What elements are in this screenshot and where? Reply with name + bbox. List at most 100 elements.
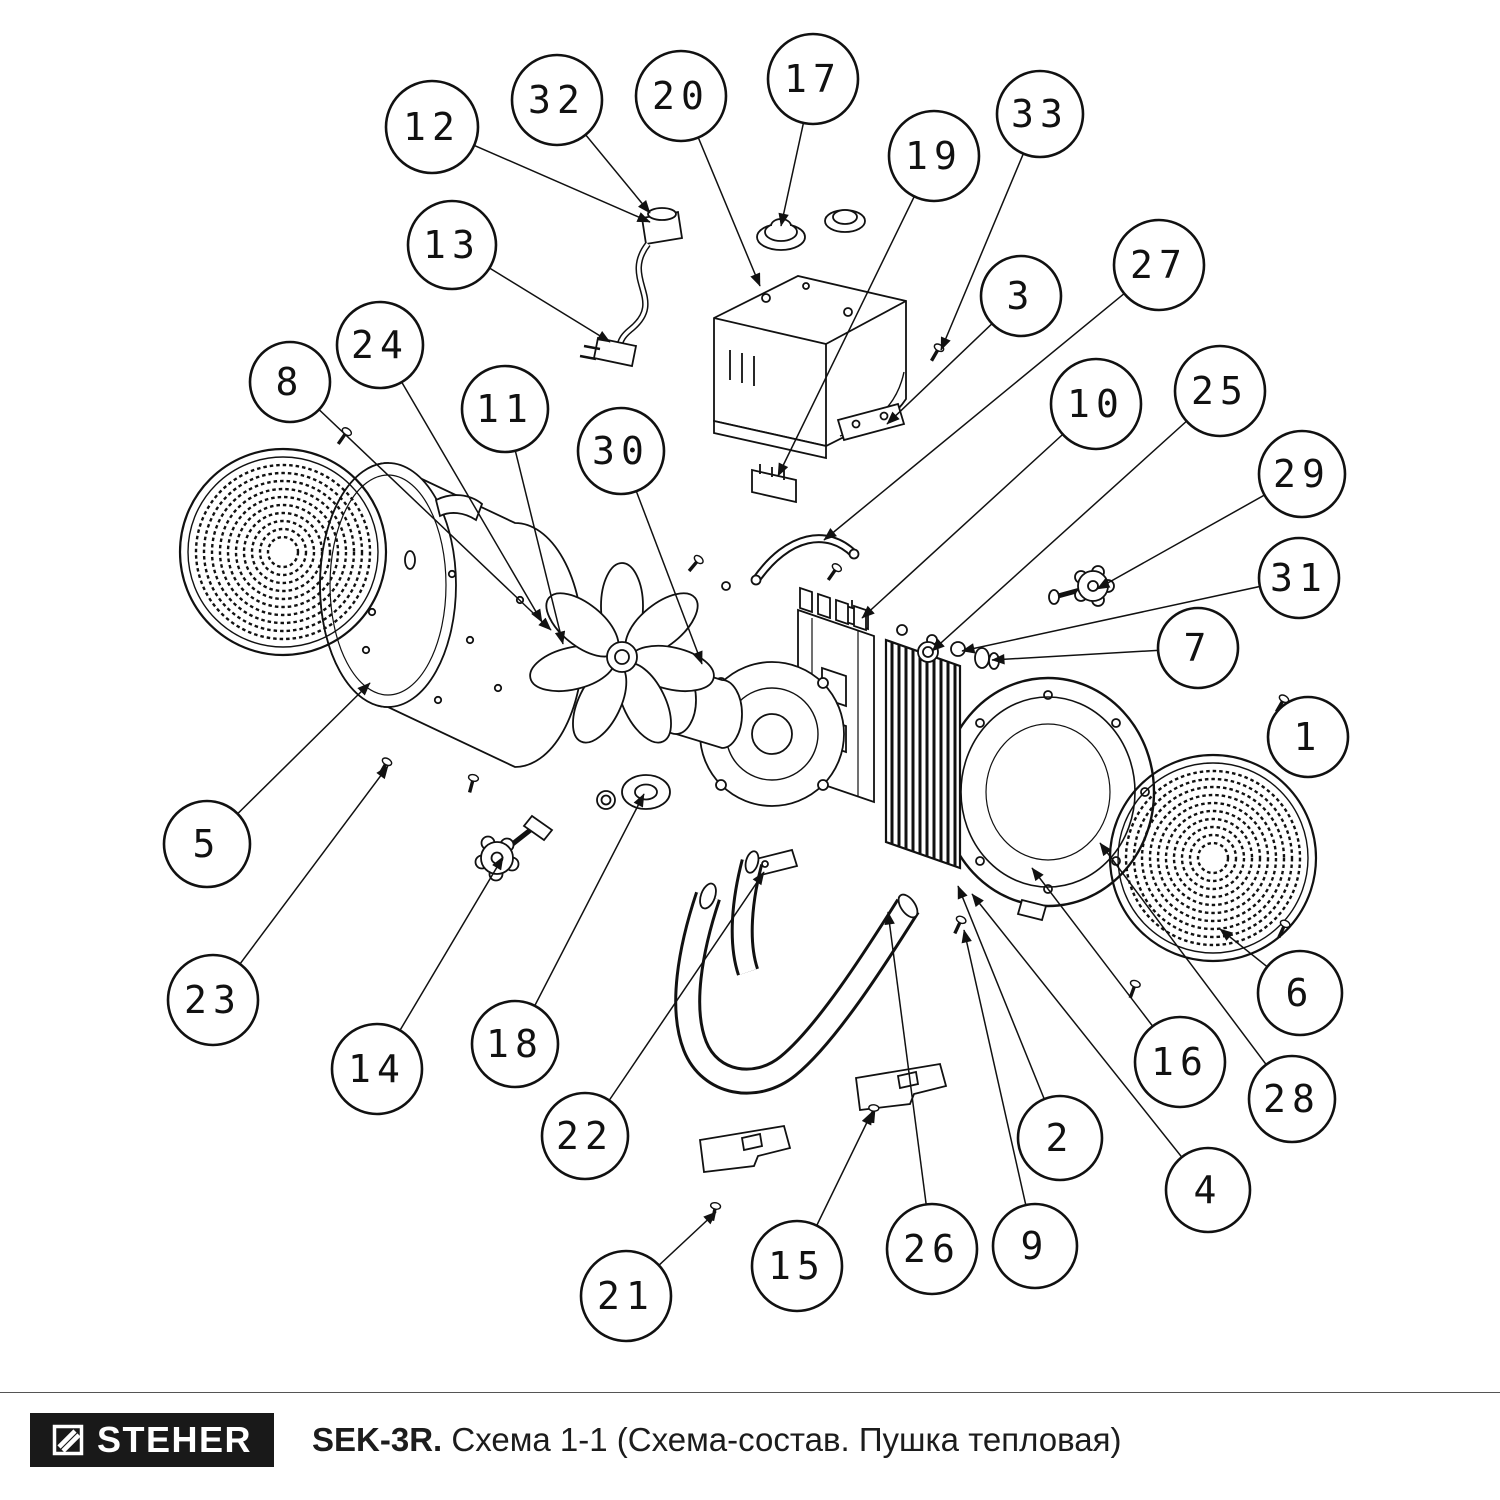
rubber-feet <box>698 1062 948 1174</box>
balloon-9 <box>991 1202 1079 1290</box>
balloon-number-30: 30 <box>592 429 650 473</box>
balloon-20 <box>634 49 728 143</box>
balloon-number-1: 1 <box>1294 715 1323 759</box>
leader-line-31 <box>961 577 1300 654</box>
balloon-8 <box>248 340 332 424</box>
balloon-2 <box>1016 1094 1104 1182</box>
leader-line-10 <box>861 403 1097 619</box>
leader-line-28 <box>1099 842 1293 1100</box>
balloon-number-4: 4 <box>1194 1168 1223 1212</box>
balloon-number-13: 13 <box>423 223 481 267</box>
balloon-number-5: 5 <box>193 822 222 866</box>
balloon-27 <box>1112 218 1206 312</box>
balloon-number-24: 24 <box>351 323 409 367</box>
balloon-number-9: 9 <box>1021 1224 1050 1268</box>
rear-grille <box>178 447 388 657</box>
caption-text: Схема 1-1 (Схема-состав. Пушка тепловая) <box>451 1421 1122 1458</box>
balloon-number-18: 18 <box>486 1022 544 1066</box>
leader-line-25 <box>931 390 1221 652</box>
balloon-number-2: 2 <box>1046 1116 1075 1160</box>
balloon-31 <box>1257 536 1341 620</box>
balloon-number-10: 10 <box>1067 382 1125 426</box>
title-block: STEHER SEK-3R. Схема 1-1 (Схема-состав. … <box>0 1392 1500 1500</box>
balloon-14 <box>330 1022 424 1116</box>
leader-line-22 <box>584 871 765 1137</box>
leader-line-4 <box>971 893 1209 1191</box>
star-knob-left <box>474 814 554 882</box>
balloon-30 <box>576 406 666 496</box>
balloon-3 <box>979 254 1063 338</box>
callout-balloons: 1234567891011121314151617181920212223242… <box>162 32 1350 1343</box>
balloon-1 <box>1266 695 1350 779</box>
balloon-number-26: 26 <box>903 1227 961 1271</box>
mounting-strap <box>750 534 860 586</box>
housing-cylinder <box>319 462 584 768</box>
balloon-16 <box>1133 1015 1227 1109</box>
balloon-29 <box>1257 429 1347 519</box>
leader-line-23 <box>212 765 389 1001</box>
balloon-12 <box>384 79 480 175</box>
balloon-number-20: 20 <box>652 74 710 118</box>
balloon-number-16: 16 <box>1151 1040 1209 1084</box>
balloon-number-32: 32 <box>528 78 586 122</box>
power-cable <box>579 207 684 368</box>
balloon-number-6: 6 <box>1286 971 1315 1015</box>
fan-housing <box>699 661 845 807</box>
balloon-15 <box>750 1219 844 1313</box>
balloon-number-29: 29 <box>1273 452 1331 496</box>
leader-line-24 <box>379 344 543 623</box>
balloon-number-33: 33 <box>1011 92 1069 136</box>
handle-frame <box>674 850 920 1095</box>
balloon-32 <box>510 53 604 147</box>
balloon-7 <box>1156 606 1240 690</box>
balloon-number-23: 23 <box>184 978 242 1022</box>
balloon-6 <box>1256 949 1344 1037</box>
balloon-number-25: 25 <box>1191 369 1249 413</box>
control-knobs <box>756 209 866 251</box>
balloon-number-27: 27 <box>1130 243 1188 287</box>
leader-line-27 <box>823 264 1160 541</box>
balloon-17 <box>766 32 860 126</box>
balloon-number-3: 3 <box>1007 274 1036 318</box>
balloon-number-8: 8 <box>276 360 305 404</box>
balloon-number-14: 14 <box>348 1047 406 1091</box>
steher-logo-icon <box>52 1424 84 1456</box>
figure-caption: SEK-3R. Схема 1-1 (Схема-состав. Пушка т… <box>312 1421 1121 1459</box>
leader-line-18 <box>514 793 645 1045</box>
balloon-26 <box>885 1202 979 1296</box>
brand-name: STEHER <box>97 1419 253 1460</box>
balloon-11 <box>460 364 550 454</box>
balloon-21 <box>579 1249 673 1343</box>
balloon-number-15: 15 <box>768 1244 826 1288</box>
balloon-number-12: 12 <box>403 105 461 149</box>
balloon-28 <box>1247 1054 1337 1144</box>
balloon-5 <box>162 799 252 889</box>
leader-line-19 <box>777 155 935 477</box>
leader-line-8 <box>289 381 552 631</box>
steher-logo: STEHER <box>30 1413 275 1467</box>
title-block-row: STEHER SEK-3R. Схема 1-1 (Схема-состав. … <box>0 1393 1500 1467</box>
balloon-33 <box>995 69 1085 159</box>
balloon-number-31: 31 <box>1270 556 1328 600</box>
front-grille <box>1108 753 1318 963</box>
balloon-number-7: 7 <box>1184 626 1213 670</box>
balloon-number-19: 19 <box>905 134 963 178</box>
exploded-diagram: 1234567891011121314151617181920212223242… <box>162 32 1350 1343</box>
leader-line-2 <box>957 885 1061 1139</box>
balloon-number-21: 21 <box>597 1274 655 1318</box>
terminal-block <box>751 464 797 504</box>
pipe-flange <box>596 774 671 810</box>
balloon-number-22: 22 <box>556 1114 614 1158</box>
balloon-19 <box>887 109 981 203</box>
balloon-number-28: 28 <box>1263 1077 1321 1121</box>
balloon-24 <box>335 300 425 390</box>
heating-element <box>884 624 962 870</box>
balloon-number-11: 11 <box>476 387 534 431</box>
balloon-4 <box>1164 1146 1252 1234</box>
balloon-23 <box>166 953 260 1047</box>
balloon-25 <box>1173 344 1267 438</box>
balloon-22 <box>540 1091 630 1181</box>
leader-line-26 <box>884 911 933 1250</box>
balloon-18 <box>470 999 560 1089</box>
